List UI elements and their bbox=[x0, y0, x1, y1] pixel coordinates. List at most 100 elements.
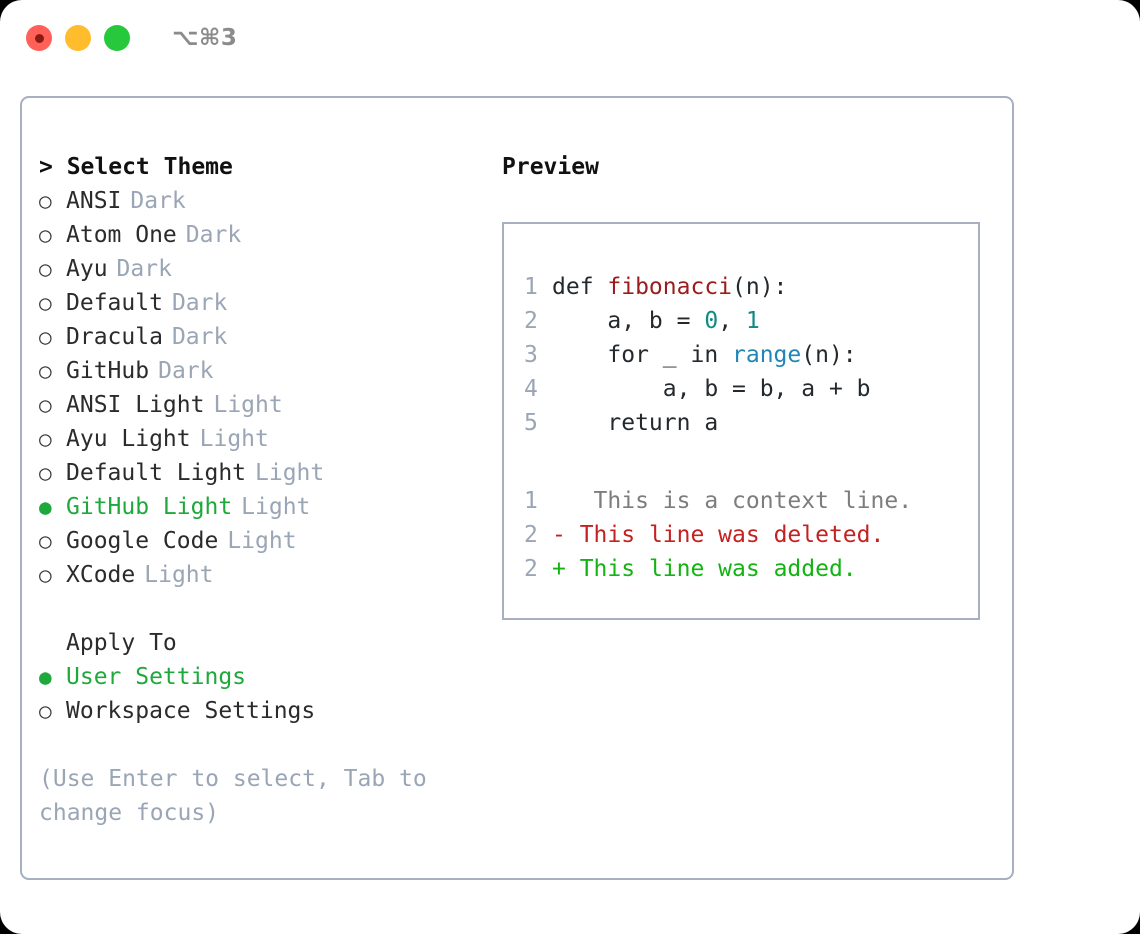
theme-category-tag: Dark bbox=[171, 324, 228, 350]
radio-unselected-icon[interactable]: ○ bbox=[39, 461, 52, 485]
theme-list-item[interactable]: ○ Dracula Dark bbox=[39, 320, 502, 354]
code-token-plain: for _ in bbox=[552, 342, 733, 368]
code-line: 5 return a bbox=[524, 406, 978, 440]
diff-text: This line was deleted. bbox=[565, 522, 885, 548]
window-controls bbox=[26, 25, 130, 51]
apply-to-list[interactable]: ● User Settings ○ Workspace Settings bbox=[39, 660, 502, 728]
theme-category-tag: Light bbox=[199, 426, 269, 452]
theme-category-tag: Light bbox=[227, 528, 297, 554]
theme-name-label: ANSI Light bbox=[66, 392, 205, 418]
code-token-num: 0 bbox=[704, 308, 719, 334]
code-line-number: 5 bbox=[524, 410, 538, 436]
diff-sign: - bbox=[552, 522, 566, 548]
apply-to-item[interactable]: ● User Settings bbox=[39, 660, 502, 694]
close-icon-core bbox=[34, 33, 44, 43]
code-token-plain: def bbox=[552, 274, 608, 300]
apply-to-label: Workspace Settings bbox=[66, 698, 316, 724]
code-token-num: 1 bbox=[745, 308, 760, 334]
radio-unselected-icon[interactable]: ○ bbox=[39, 393, 52, 417]
diff-text: This line was added. bbox=[565, 556, 857, 582]
theme-name-label: GitHub bbox=[66, 358, 150, 384]
diff-line: 1 This is a context line. bbox=[524, 484, 978, 518]
theme-category-tag: Dark bbox=[130, 188, 186, 214]
section-spacer bbox=[39, 592, 502, 626]
code-token-plain: (n): bbox=[732, 274, 788, 300]
radio-selected-icon[interactable]: ● bbox=[39, 495, 52, 519]
code-token-plain: , bbox=[718, 308, 746, 334]
theme-name-label: ANSI bbox=[66, 188, 122, 214]
zoom-button-icon[interactable] bbox=[104, 25, 130, 51]
theme-name-label: Atom One bbox=[66, 222, 177, 248]
code-token-plain: (n): bbox=[801, 342, 857, 368]
theme-category-tag: Light bbox=[241, 494, 311, 520]
radio-unselected-icon[interactable]: ○ bbox=[39, 529, 52, 553]
theme-category-tag: Light bbox=[255, 460, 325, 486]
theme-list-item[interactable]: ○ Google Code Light bbox=[39, 524, 502, 558]
radio-unselected-icon[interactable]: ○ bbox=[39, 699, 52, 723]
code-token-builtin: range bbox=[732, 342, 802, 368]
theme-name-label: Default Light bbox=[66, 460, 247, 486]
code-token-fn: fibonacci bbox=[607, 274, 733, 300]
theme-name-label: Dracula bbox=[66, 324, 163, 350]
code-line: 2 a, b = 0, 1 bbox=[524, 304, 978, 338]
theme-category-tag: Light bbox=[213, 392, 283, 418]
radio-unselected-icon[interactable]: ○ bbox=[39, 291, 52, 315]
theme-list-item[interactable]: ○ Atom One Dark bbox=[39, 218, 502, 252]
apply-to-heading-indent bbox=[39, 626, 66, 660]
radio-unselected-icon[interactable]: ○ bbox=[39, 325, 52, 349]
theme-list-item[interactable]: ○ Ayu Light Light bbox=[39, 422, 502, 456]
radio-unselected-icon[interactable]: ○ bbox=[39, 223, 52, 247]
code-line-number: 4 bbox=[524, 376, 538, 402]
apply-to-heading: Apply To bbox=[39, 626, 502, 660]
code-token-plain: a, b = b, a + b bbox=[552, 376, 871, 402]
code-line-number: 3 bbox=[524, 342, 538, 368]
theme-category-tag: Dark bbox=[116, 256, 172, 282]
theme-list-item[interactable]: ○ Default Light Light bbox=[39, 456, 502, 490]
diff-sign bbox=[552, 484, 566, 518]
title-bar: ⌥⌘3 bbox=[0, 0, 1140, 76]
diff-sample: 1 This is a context line.2- This line wa… bbox=[524, 484, 978, 586]
select-theme-heading: > Select Theme bbox=[39, 154, 233, 180]
code-line-number: 2 bbox=[524, 308, 538, 334]
theme-name-label: XCode bbox=[66, 562, 136, 588]
diff-line: 2+ This line was added. bbox=[524, 552, 978, 586]
theme-list-item[interactable]: ○ GitHub Dark bbox=[39, 354, 502, 388]
radio-unselected-icon[interactable]: ○ bbox=[39, 563, 52, 587]
theme-list-item[interactable]: ● GitHub Light Light bbox=[39, 490, 502, 524]
radio-unselected-icon[interactable]: ○ bbox=[39, 359, 52, 383]
apply-to-label: User Settings bbox=[66, 664, 247, 690]
code-line: 4 a, b = b, a + b bbox=[524, 372, 978, 406]
theme-category-tag: Dark bbox=[185, 222, 242, 248]
theme-name-label: Default bbox=[66, 290, 163, 316]
theme-category-tag: Dark bbox=[158, 358, 214, 384]
theme-name-label: Google Code bbox=[66, 528, 219, 554]
radio-unselected-icon[interactable]: ○ bbox=[39, 427, 52, 451]
radio-unselected-icon[interactable]: ○ bbox=[39, 257, 52, 281]
code-diff-spacer bbox=[524, 440, 978, 484]
close-button-icon[interactable] bbox=[26, 25, 52, 51]
theme-name-label: Ayu Light bbox=[66, 426, 191, 452]
diff-line-number: 1 bbox=[524, 488, 538, 514]
keyboard-hint-text: (Use Enter to select, Tab to change focu… bbox=[39, 766, 427, 826]
theme-list-item[interactable]: ○ ANSI Dark bbox=[39, 184, 502, 218]
radio-selected-icon[interactable]: ● bbox=[39, 665, 52, 689]
diff-line: 2- This line was deleted. bbox=[524, 518, 978, 552]
apply-to-item[interactable]: ○ Workspace Settings bbox=[39, 694, 502, 728]
theme-name-label: GitHub Light bbox=[66, 494, 233, 520]
keyboard-shortcut-label: ⌥⌘3 bbox=[172, 25, 238, 51]
radio-unselected-icon[interactable]: ○ bbox=[39, 189, 52, 213]
preview-title: Preview bbox=[502, 154, 599, 180]
diff-text: This is a context line. bbox=[565, 488, 913, 514]
minimize-button-icon[interactable] bbox=[65, 25, 91, 51]
theme-list-item[interactable]: ○ ANSI Light Light bbox=[39, 388, 502, 422]
